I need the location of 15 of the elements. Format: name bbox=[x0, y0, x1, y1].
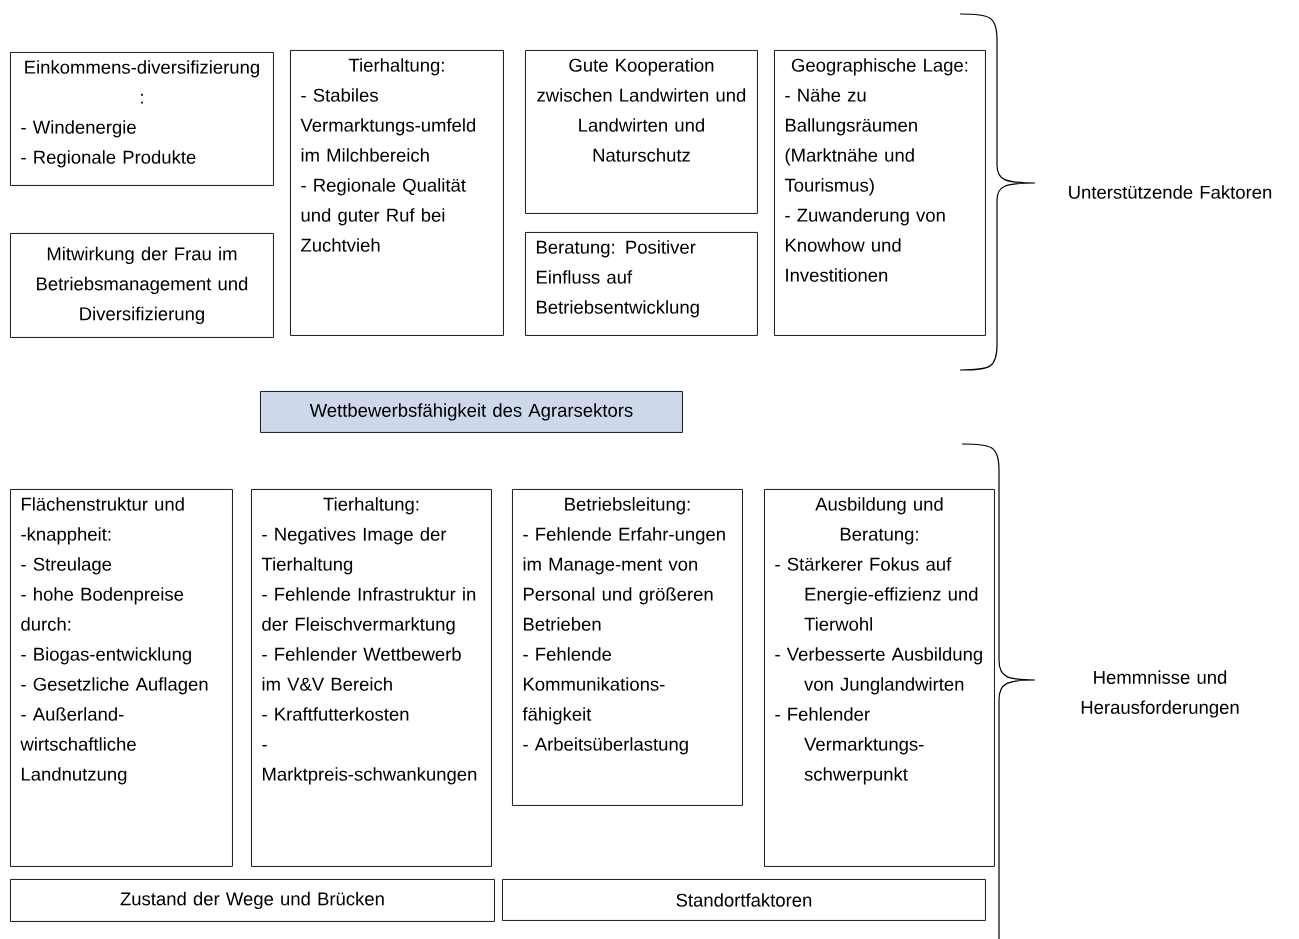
text-box: Einkommens-diversifizierung : - Windenergie - Regionale Produkte bbox=[10, 52, 274, 186]
text-box: Beratung: Positiver Einfluss auf Betriebsentwicklung bbox=[525, 232, 758, 336]
text-box: Standortfaktoren bbox=[502, 879, 986, 921]
brace-label: Unterstützende Faktoren bbox=[1069, 185, 1272, 199]
text-box: Zustand der Wege und Brücken bbox=[10, 879, 495, 922]
text-box: Mitwirkung der Frau im Betriebsmanagement und Diversifizierung bbox=[10, 233, 274, 338]
text-box: Betriebsleitung: - Fehlende Erfahr-ungen im Manage-ment von Personal und größeren Betrieben - Fehlende Kommunikations-fähigkeit - Arbeitsüberlastung bbox=[512, 489, 743, 806]
text-box: Gute Kooperation zwischen Landwirten und Landwirten und Naturschutz bbox=[525, 50, 758, 214]
text-box: Geographische Lage: - Nähe zu Ballungsräumen (Marktnähe und Tourismus) - Zuwanderung von Knowhow und Investitionen bbox=[774, 50, 986, 336]
text-box: Wettbewerbsfähigkeit des Agrarsektors bbox=[260, 391, 683, 433]
text-box: Flächenstruktur und -knappheit: - Streulage - hohe Bodenpreise durch: - Biogas-entwicklung - Gesetzliche Auflagen - Außerland-wirtschaftliche Landnutzung bbox=[10, 489, 233, 867]
text-box: Tierhaltung: - Negatives Image der Tierhaltung - Fehlende Infrastruktur in der Fleischvermarktung - Fehlender Wettbewerb im V&V Bereich - Kraftfutterkosten - Marktpreis-schwankungen bbox=[251, 489, 492, 867]
text-box: Ausbildung und Beratung: - Stärkerer Fokus auf Energie-effizienz und Tierwohl - Verbesserte Ausbildung von Junglandwirten - Fehlender Vermarktungs-schwerpunkt bbox=[764, 489, 995, 867]
brace-label: Hemmnisse und Herausforderungen bbox=[1081, 670, 1239, 718]
text-box: Tierhaltung: - Stabiles Vermarktungs-umfeld im Milchbereich - Regionale Qualität und guter Ruf bei Zuchtvieh bbox=[290, 50, 504, 336]
